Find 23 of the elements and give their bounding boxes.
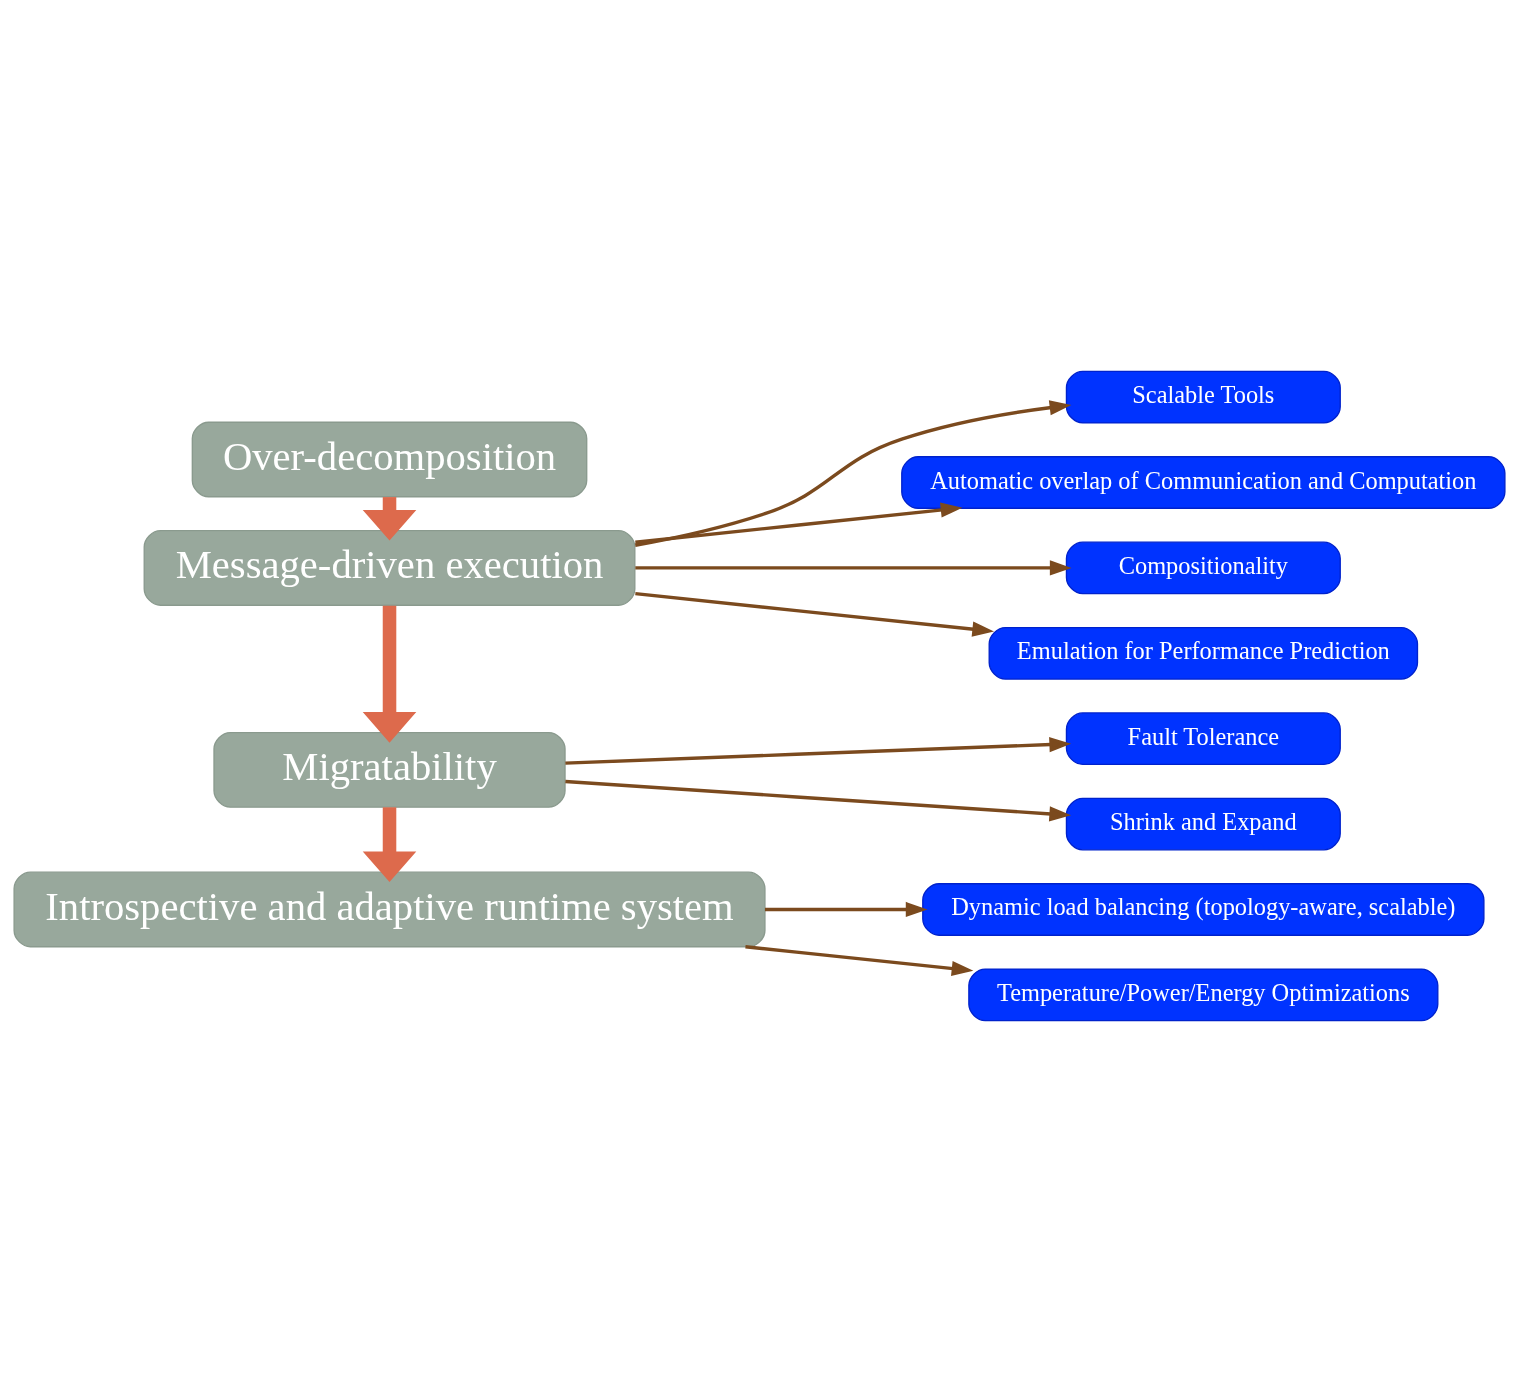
arrow [635, 592, 995, 637]
arrow [635, 560, 1072, 576]
node-box: Migratability [213, 731, 566, 808]
node-box: Shrink and Expand [1065, 797, 1341, 851]
arrow [362, 605, 417, 743]
node-box: Emulation for Performance Prediction [988, 626, 1419, 680]
node-box: Introspective and adaptive runtime system [13, 871, 766, 948]
arrow [635, 502, 963, 544]
node-box: Scalable Tools [1065, 370, 1341, 424]
arrow [362, 807, 417, 883]
node-box: Fault Tolerance [1065, 712, 1341, 766]
arrow [634, 400, 1072, 547]
arrow [362, 497, 417, 541]
node-box: Compositionality [1065, 541, 1341, 595]
arrow [745, 945, 974, 977]
node-box: Over-decomposition [191, 421, 588, 498]
arrow [565, 779, 1072, 822]
node-box: Automatic overlap of Communication and Computation [901, 456, 1506, 509]
node-box: Dynamic load balancing (topology-aware, scalable) [922, 883, 1485, 936]
arrow [565, 736, 1072, 765]
node-box: Message-driven execution [143, 530, 636, 606]
arrow [765, 901, 928, 918]
node-box: Temperature/Power/Energy Optimizations [968, 968, 1439, 1022]
